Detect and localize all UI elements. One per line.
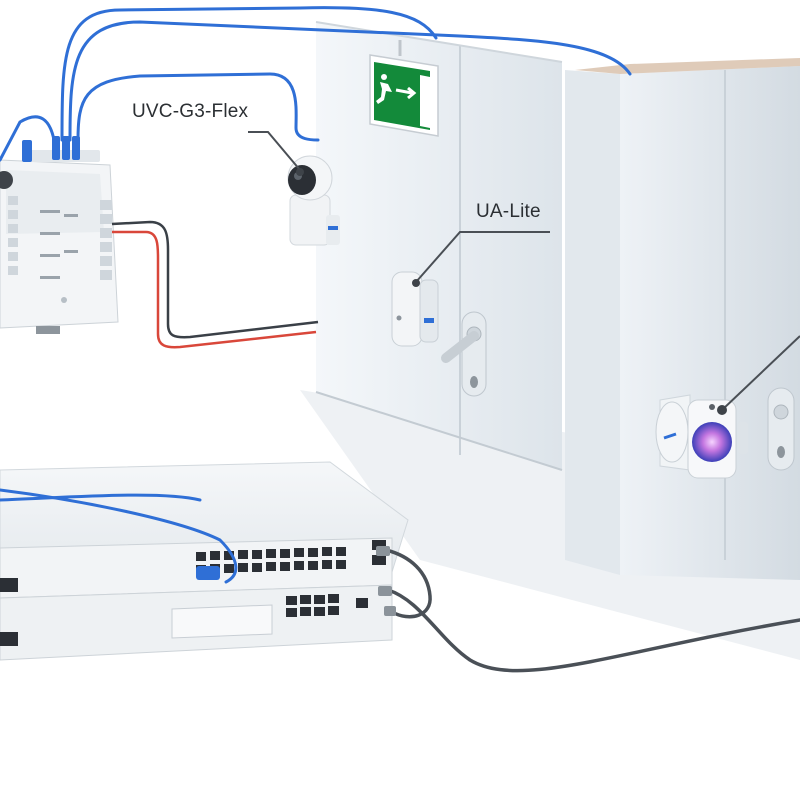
running-man-exit-icon xyxy=(376,74,417,104)
dome-camera-icon xyxy=(287,155,340,246)
door-left-top-edge xyxy=(315,21,563,63)
reader-label: UA-Lite xyxy=(476,201,541,222)
door-right xyxy=(565,58,800,580)
dark-cable xyxy=(111,220,319,339)
access-hub xyxy=(0,150,119,334)
network-switch-top xyxy=(0,461,409,599)
nfc-reader-icon xyxy=(391,271,439,347)
camera-label: UVC-G3-Flex xyxy=(132,101,249,122)
exit-sign xyxy=(369,40,439,137)
door-left xyxy=(315,21,563,471)
door-right-top xyxy=(575,58,800,74)
door-handle-icon xyxy=(767,387,795,471)
blue-cables xyxy=(0,6,632,584)
switch-cable-connectors xyxy=(376,546,396,616)
red-cable xyxy=(112,230,317,349)
nfc-reader-icon xyxy=(655,394,748,479)
leader-lines xyxy=(248,131,800,411)
blue-cable-connectors xyxy=(22,136,220,580)
door-right-face xyxy=(620,66,800,580)
switch-cables xyxy=(384,548,800,673)
door-handle-icon xyxy=(441,311,487,397)
leader-dots xyxy=(0,168,727,415)
door-left-bottom-edge xyxy=(315,391,563,471)
door-right-frame xyxy=(565,70,620,575)
door-left-face xyxy=(316,22,562,470)
network-switch-bottom xyxy=(0,584,393,661)
